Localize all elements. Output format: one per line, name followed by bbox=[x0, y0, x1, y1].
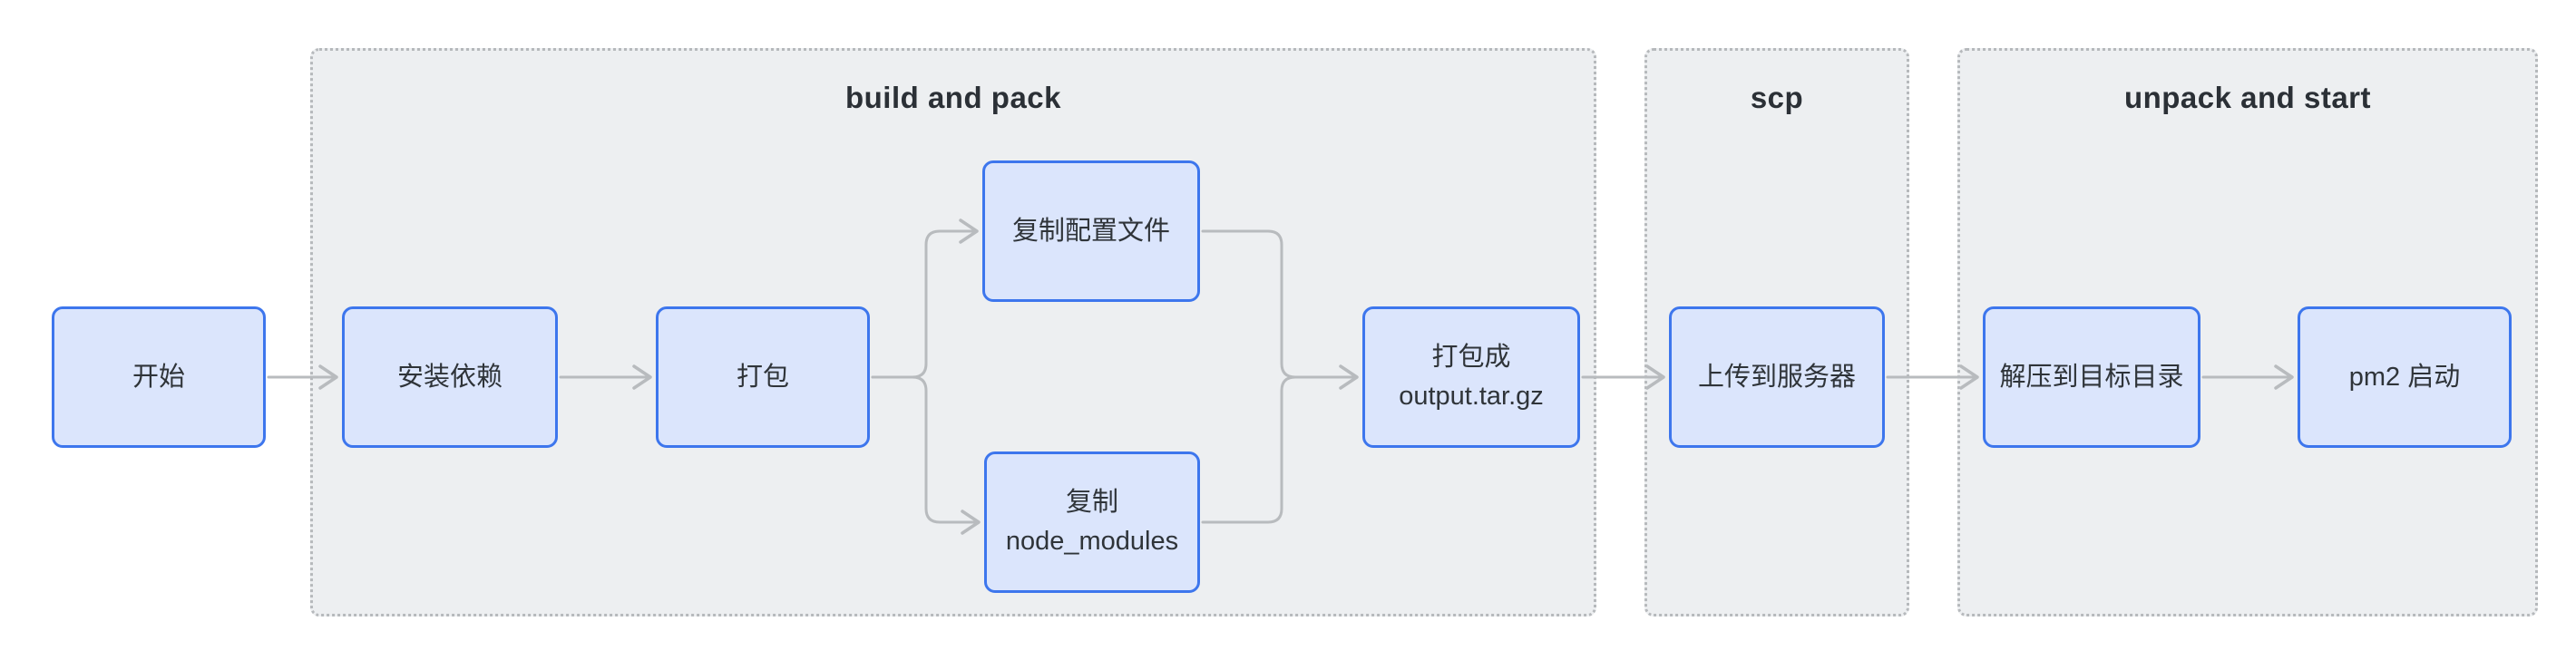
node-copy-config: 复制配置文件 bbox=[982, 160, 1200, 302]
node-upload-to-server-label: 上传到服务器 bbox=[1697, 362, 1856, 392]
node-pack-output-label-line2: output.tar.gz bbox=[1399, 382, 1544, 411]
node-start-label: 开始 bbox=[132, 362, 185, 392]
node-pack-output-label-line1: 打包成 bbox=[1431, 343, 1511, 372]
node-copy-node-modules-label-line2: node_modules bbox=[1005, 527, 1179, 556]
node-copy-node-modules-label-line1: 复制 bbox=[1065, 488, 1118, 517]
node-pm2-start: pm2 启动 bbox=[2298, 306, 2512, 448]
node-upload-to-server: 上传到服务器 bbox=[1669, 306, 1885, 448]
node-copy-node-modules: 复制 node_modules bbox=[984, 451, 1200, 593]
subgraph-title-unpack-and-start: unpack and start bbox=[2123, 81, 2372, 114]
node-unzip-to-target: 解压到目标目录 bbox=[1983, 306, 2200, 448]
node-pack: 打包 bbox=[656, 306, 870, 448]
node-install-deps-label: 安装依赖 bbox=[396, 362, 503, 392]
node-start: 开始 bbox=[52, 306, 266, 448]
node-unzip-to-target-label: 解压到目标目录 bbox=[1999, 362, 2184, 392]
node-pack-output: 打包成 output.tar.gz bbox=[1362, 306, 1580, 448]
subgraph-title-scp: scp bbox=[1750, 81, 1804, 114]
node-pm2-start-label: pm2 启动 bbox=[2348, 362, 2461, 392]
node-copy-config-label: 复制配置文件 bbox=[1011, 216, 1170, 246]
node-pack-label: 打包 bbox=[736, 362, 789, 392]
node-install-deps: 安装依赖 bbox=[342, 306, 558, 448]
subgraph-title-build-and-pack: build and pack bbox=[844, 81, 1062, 114]
